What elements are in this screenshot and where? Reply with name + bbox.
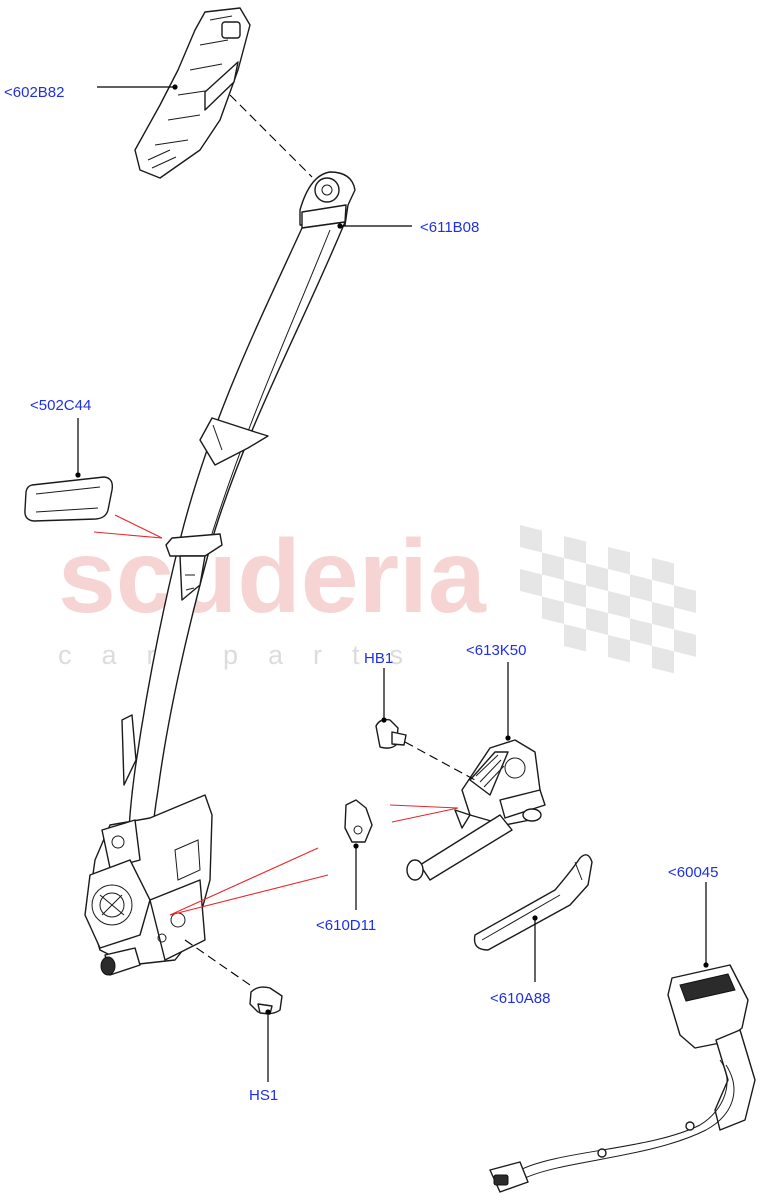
bolt-hb1[interactable] [375,718,407,749]
callout-HS1[interactable]: HS1 [249,1087,278,1104]
watermark-sub: car parts [58,640,433,670]
belt-retractor[interactable] [84,794,213,976]
callout-labels: <602B82 <611B08 <502C44 HB1 <613K50 <610… [4,84,718,1104]
height-adjuster-rail[interactable] [134,7,251,179]
watermark: scuderia car parts [58,519,696,674]
callout-502C44[interactable]: <502C44 [30,397,91,414]
callout-leaders [75,84,709,1082]
guide-lines [93,514,459,916]
checkered-flag-watermark [520,525,696,674]
assembly-lines [184,94,476,986]
callout-610D11[interactable]: <610D11 [316,917,376,934]
seat-belt-buckle[interactable] [489,964,756,1193]
trim-cover[interactable] [473,854,593,951]
callout-HB1[interactable]: HB1 [364,650,393,667]
buckle-bracket[interactable] [406,739,546,881]
button-cover[interactable] [24,476,114,522]
watermark-brand: scuderia [58,519,487,635]
callout-60045[interactable]: <60045 [668,864,718,881]
retaining-clip[interactable] [344,799,373,843]
callout-602B82[interactable]: <602B82 [4,84,64,101]
anchor-bolt-hs1[interactable] [249,986,283,1015]
callout-610A88[interactable]: <610A88 [490,990,550,1007]
callout-613K50[interactable]: <613K50 [466,642,526,659]
callout-611B08[interactable]: <611B08 [420,219,479,236]
